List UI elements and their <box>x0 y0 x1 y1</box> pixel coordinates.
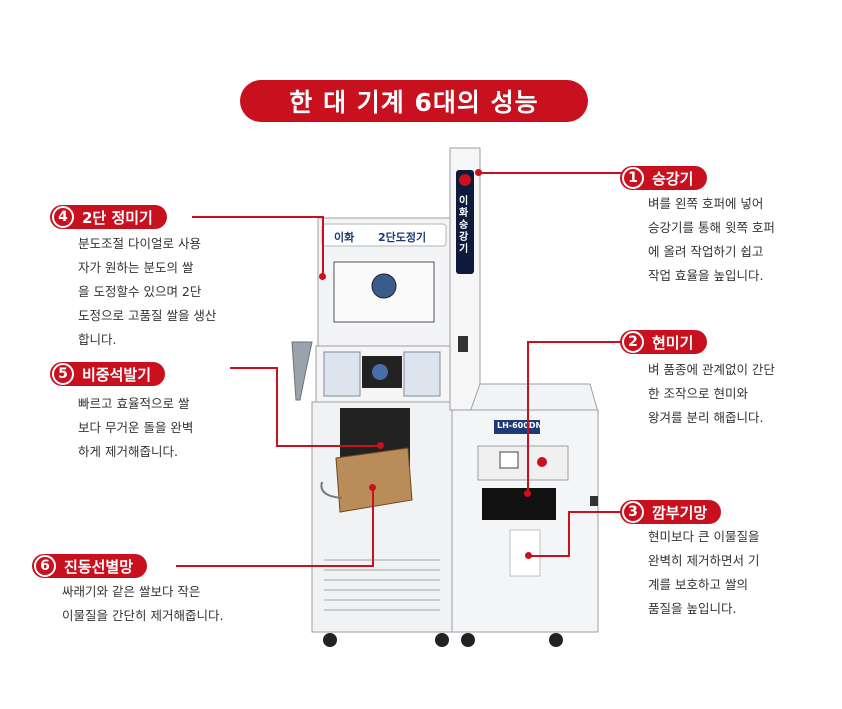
connector-4-v <box>322 216 324 276</box>
feature-5-line: 하게 제거해줍니다. <box>78 444 178 459</box>
feature-6-line: 싸래기와 같은 쌀보다 작은 <box>62 584 201 599</box>
connector-4-dot <box>319 273 326 280</box>
feature-5-name: 비중석발기 <box>82 365 152 384</box>
wheel-back-right <box>549 633 563 647</box>
unit-plate-text: LH-600DN <box>497 421 543 430</box>
connector-4-h <box>192 216 324 218</box>
feature-2-line: 왕겨를 분리 해줍니다. <box>648 410 764 425</box>
feature-4-number: 4 <box>52 206 74 228</box>
feature-6-badge: 6 진동선별망 <box>32 554 148 578</box>
feature-2-line: 벼 품종에 관계없이 간단 <box>648 362 775 377</box>
feature-1-desc: 벼를 왼쪽 호퍼에 넣어 승강기를 통해 윗쪽 호퍼 에 올려 작업하기 쉽고 … <box>648 192 775 288</box>
feature-1-name: 승강기 <box>652 169 694 188</box>
vent-slots <box>324 559 440 611</box>
feature-5-line: 보다 무거운 돌을 완벽 <box>78 420 194 435</box>
panel-model: 2단도정기 <box>378 231 427 244</box>
sieve-handle <box>320 481 343 499</box>
feature-5-line: 빠르고 효율적으로 쌀 <box>78 396 190 411</box>
panel-brand: 이화 <box>334 231 355 244</box>
feature-4-line: 을 도정할수 있으며 2단 <box>78 284 202 299</box>
feature-3-line: 현미보다 큰 이물질을 <box>648 529 760 544</box>
feature-4-name: 2단 정미기 <box>82 208 153 227</box>
connector-6-dot <box>369 484 376 491</box>
connector-1-dot <box>475 169 482 176</box>
feature-2-number: 2 <box>622 331 644 353</box>
feature-4-line: 도정으로 고품질 쌀을 생산 <box>78 308 217 323</box>
feature-4-badge: 4 2단 정미기 <box>50 205 167 229</box>
connector-2-v <box>527 341 529 493</box>
connector-5-dot <box>377 442 384 449</box>
right-cabinet <box>451 409 599 633</box>
gauge <box>499 451 519 469</box>
right-control-panel <box>477 445 569 481</box>
connector-6-v <box>372 487 374 567</box>
feature-6-desc: 싸래기와 같은 쌀보다 작은 이물질을 간단히 제거해줍니다. <box>62 580 223 628</box>
connector-3-h <box>568 511 620 513</box>
control-panel-left <box>323 351 361 397</box>
feature-1-line: 승강기를 통해 윗쪽 호퍼 <box>648 220 775 235</box>
feature-3-number: 3 <box>622 501 644 523</box>
elevator-logo <box>459 174 471 186</box>
connector-6-h <box>176 565 374 567</box>
feature-1-badge: 1 승강기 <box>620 166 708 190</box>
red-button <box>537 457 547 467</box>
feature-1-line: 작업 효율을 높입니다. <box>648 268 764 283</box>
connector-2-dot <box>524 490 531 497</box>
feature-3-line: 계를 보호하고 쌀의 <box>648 577 748 592</box>
feature-1-number: 1 <box>622 167 644 189</box>
feature-3-badge: 3 깜부기망 <box>620 500 722 524</box>
side-knob <box>590 496 598 506</box>
wheel-front-right <box>435 633 449 647</box>
elevator-label: 이화 승강기 <box>459 196 469 255</box>
upper-window-wheel <box>371 273 397 299</box>
connector-5-h2 <box>276 445 380 447</box>
elevator-strip <box>456 170 474 274</box>
feature-6-name: 진동선별망 <box>64 557 134 576</box>
feature-2-name: 현미기 <box>652 333 694 352</box>
vibrating-sieve <box>335 447 413 513</box>
connector-2-h <box>527 341 621 343</box>
connector-3-h2 <box>528 555 570 557</box>
feature-3-name: 깜부기망 <box>652 503 708 522</box>
page-title: 한 대 기계 6대의 성능 <box>240 80 588 122</box>
feature-3-line: 완벽히 제거하면서 기 <box>648 553 760 568</box>
control-panel-right <box>403 351 441 397</box>
control-wheel <box>372 364 388 380</box>
feature-2-desc: 벼 품종에 관계없이 간단 한 조작으로 현미와 왕겨를 분리 해줍니다. <box>648 358 775 430</box>
right-window <box>482 488 556 520</box>
connector-1 <box>478 172 623 174</box>
connector-3-dot <box>525 552 532 559</box>
feature-5-number: 5 <box>52 363 74 385</box>
wheel-front-left <box>323 633 337 647</box>
right-hopper <box>469 383 599 413</box>
connector-3-v <box>568 511 570 555</box>
feature-3-desc: 현미보다 큰 이물질을 완벽히 제거하면서 기 계를 보호하고 쌀의 품질을 높… <box>648 525 759 621</box>
feature-2-line: 한 조작으로 현미와 <box>648 386 748 401</box>
wheel-back-left <box>461 633 475 647</box>
connector-5-v <box>276 367 278 445</box>
feature-6-number: 6 <box>34 555 56 577</box>
feature-3-line: 품질을 높입니다. <box>648 601 737 616</box>
feature-4-line: 합니다. <box>78 332 117 347</box>
connector-5-h <box>230 367 278 369</box>
hopper-cone <box>291 341 313 401</box>
feature-6-line: 이물질을 간단히 제거해줍니다. <box>62 608 224 623</box>
feature-5-desc: 빠르고 효율적으로 쌀 보다 무거운 돌을 완벽 하게 제거해줍니다. <box>78 392 193 464</box>
feature-1-line: 벼를 왼쪽 호퍼에 넣어 <box>648 196 764 211</box>
feature-5-badge: 5 비중석발기 <box>50 362 166 386</box>
feature-4-line: 분도조절 다이얼로 사용 <box>78 236 201 251</box>
feature-4-line: 자가 원하는 분도의 쌀 <box>78 260 194 275</box>
elevator-switch <box>458 336 468 352</box>
feature-1-line: 에 올려 작업하기 쉽고 <box>648 244 764 259</box>
feature-2-badge: 2 현미기 <box>620 330 708 354</box>
feature-4-desc: 분도조절 다이얼로 사용 자가 원하는 분도의 쌀 을 도정할수 있으며 2단 … <box>78 232 216 352</box>
